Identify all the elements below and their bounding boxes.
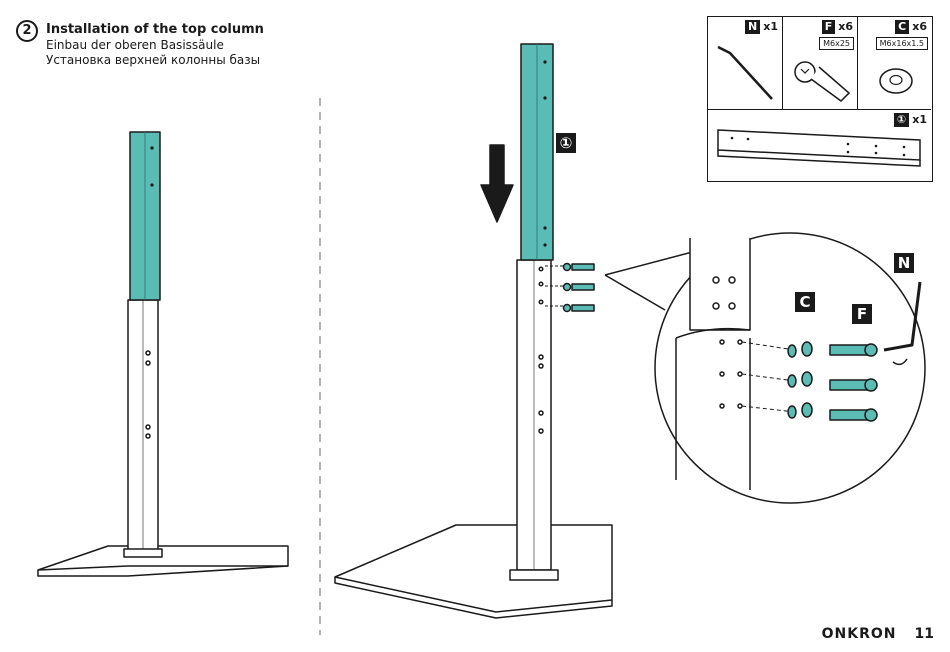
part-hex-key: N x1	[708, 17, 783, 109]
page-number: 11	[915, 626, 934, 642]
column-callout-tag: ①	[556, 133, 576, 153]
detail-zoom	[605, 233, 925, 503]
part-bolt: F x6 M6x25	[783, 17, 858, 109]
top-column-icon	[708, 110, 931, 181]
key-callout-tag: N	[894, 253, 914, 273]
washer-callout-tag: C	[795, 292, 815, 312]
page-footer: ONKRON 11	[822, 626, 934, 642]
part-washer: C x6 M6x16x1.5	[858, 17, 931, 109]
parts-list: N x1 F x6 M6x25 C x6 M6x16x1.	[707, 16, 933, 182]
bolt-callout-tag: F	[852, 304, 872, 324]
bolt-icon	[783, 17, 858, 109]
washer-icon	[858, 17, 931, 109]
part-top-column: ① x1	[708, 109, 931, 180]
assembled-stand	[38, 132, 288, 576]
exploded-stand	[335, 44, 612, 618]
hex-key-icon	[708, 17, 783, 109]
brand-name: ONKRON	[822, 626, 897, 642]
small-bolt-row	[564, 264, 595, 312]
